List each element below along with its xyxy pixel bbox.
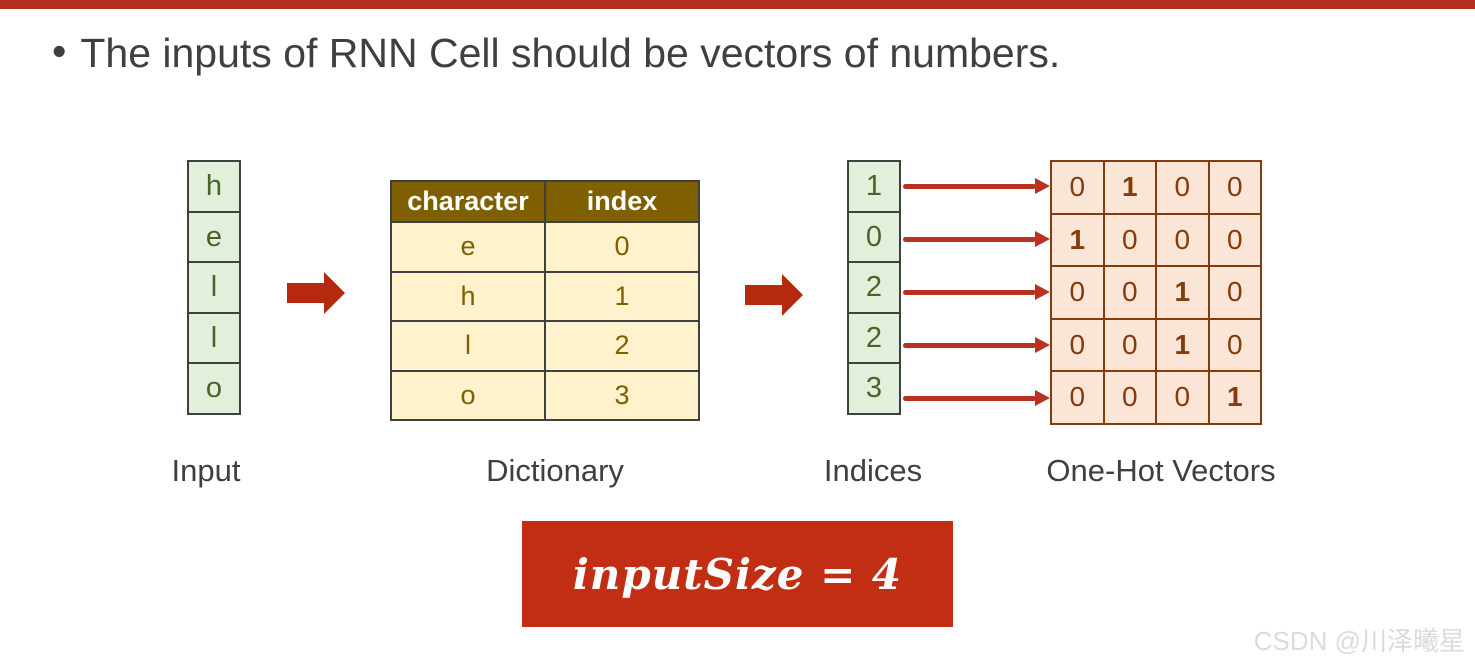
indices-label: Indices — [823, 453, 923, 488]
onehot-cell: 0 — [1156, 213, 1209, 266]
mapping-arrow-icon — [903, 178, 1050, 194]
mapping-arrow-icon — [903, 284, 1050, 300]
dictionary-label: Dictionary — [486, 453, 624, 488]
dictionary-character-cell: o — [392, 371, 544, 419]
slide-title-text: The inputs of RNN Cell should be vectors… — [80, 30, 1061, 76]
dictionary-index-cell: 2 — [544, 322, 698, 370]
watermark: CSDN @川泽曦星 — [1253, 626, 1465, 656]
onehot-cell: 0 — [1103, 371, 1156, 424]
arrow-shaft — [745, 285, 782, 305]
onehot-cell: 1 — [1156, 266, 1209, 319]
dictionary-row: e 0 — [392, 221, 698, 271]
onehot-cell: 0 — [1208, 318, 1261, 371]
arrow-head — [782, 274, 803, 316]
arrow-shaft — [287, 283, 324, 303]
onehot-cell: 0 — [1156, 161, 1209, 214]
onehot-cell: 0 — [1051, 371, 1104, 424]
onehot-label: One-Hot Vectors — [1046, 453, 1276, 488]
onehot-cell: 1 — [1208, 371, 1261, 424]
index-cell: 2 — [847, 311, 901, 365]
dictionary-header-index: index — [544, 182, 698, 221]
input-cell: h — [187, 160, 241, 213]
onehot-matrix: 0 1 0 0 1 0 0 0 0 0 1 0 0 0 1 0 0 0 0 1 — [1050, 160, 1262, 425]
flow-arrow-icon — [287, 272, 345, 314]
index-cell: 0 — [847, 210, 901, 264]
dictionary-index-cell: 0 — [544, 223, 698, 271]
onehot-cell: 1 — [1051, 213, 1104, 266]
onehot-cell: 0 — [1156, 371, 1209, 424]
mapping-arrow-icon — [903, 390, 1050, 406]
index-cell: 1 — [847, 160, 901, 213]
onehot-cell: 0 — [1103, 318, 1156, 371]
input-cell: e — [187, 210, 241, 264]
dictionary-header-row: character index — [392, 182, 698, 221]
onehot-cell: 0 — [1208, 266, 1261, 319]
onehot-cell: 0 — [1103, 213, 1156, 266]
input-cell: l — [187, 261, 241, 314]
dictionary-character-cell: e — [392, 223, 544, 271]
dictionary-row: o 3 — [392, 369, 698, 419]
input-size-callout: inputSize = 4 — [522, 521, 953, 627]
onehot-cell: 0 — [1051, 318, 1104, 371]
input-size-formula: inputSize = 4 — [572, 549, 903, 599]
input-cell: l — [187, 311, 241, 365]
dictionary-row: h 1 — [392, 270, 698, 320]
dictionary-character-cell: l — [392, 322, 544, 370]
arrow-head — [324, 272, 345, 314]
flow-arrow-icon — [745, 274, 803, 316]
onehot-cell: 0 — [1051, 266, 1104, 319]
onehot-cell: 0 — [1208, 161, 1261, 214]
dictionary-character-cell: h — [392, 272, 544, 320]
dictionary-index-cell: 3 — [544, 371, 698, 419]
dictionary-row: l 2 — [392, 320, 698, 370]
input-cell: o — [187, 362, 241, 415]
onehot-cell: 1 — [1103, 161, 1156, 214]
onehot-cell: 1 — [1156, 318, 1209, 371]
input-column: h e l l o — [187, 160, 241, 415]
onehot-cell: 0 — [1103, 266, 1156, 319]
indices-column: 1 0 2 2 3 — [847, 160, 901, 415]
onehot-cell: 0 — [1051, 161, 1104, 214]
dictionary-table: character index e 0 h 1 l 2 o 3 — [390, 180, 700, 421]
input-label: Input — [171, 453, 241, 488]
dictionary-header-character: character — [392, 182, 544, 221]
mapping-arrow-icon — [903, 231, 1050, 247]
top-accent-bar — [0, 0, 1475, 9]
slide-title: • The inputs of RNN Cell should be vector… — [52, 28, 1061, 77]
index-cell: 2 — [847, 261, 901, 314]
dictionary-index-cell: 1 — [544, 272, 698, 320]
onehot-cell: 0 — [1208, 213, 1261, 266]
index-cell: 3 — [847, 362, 901, 415]
bullet-icon: • — [52, 28, 67, 74]
mapping-arrow-icon — [903, 337, 1050, 353]
